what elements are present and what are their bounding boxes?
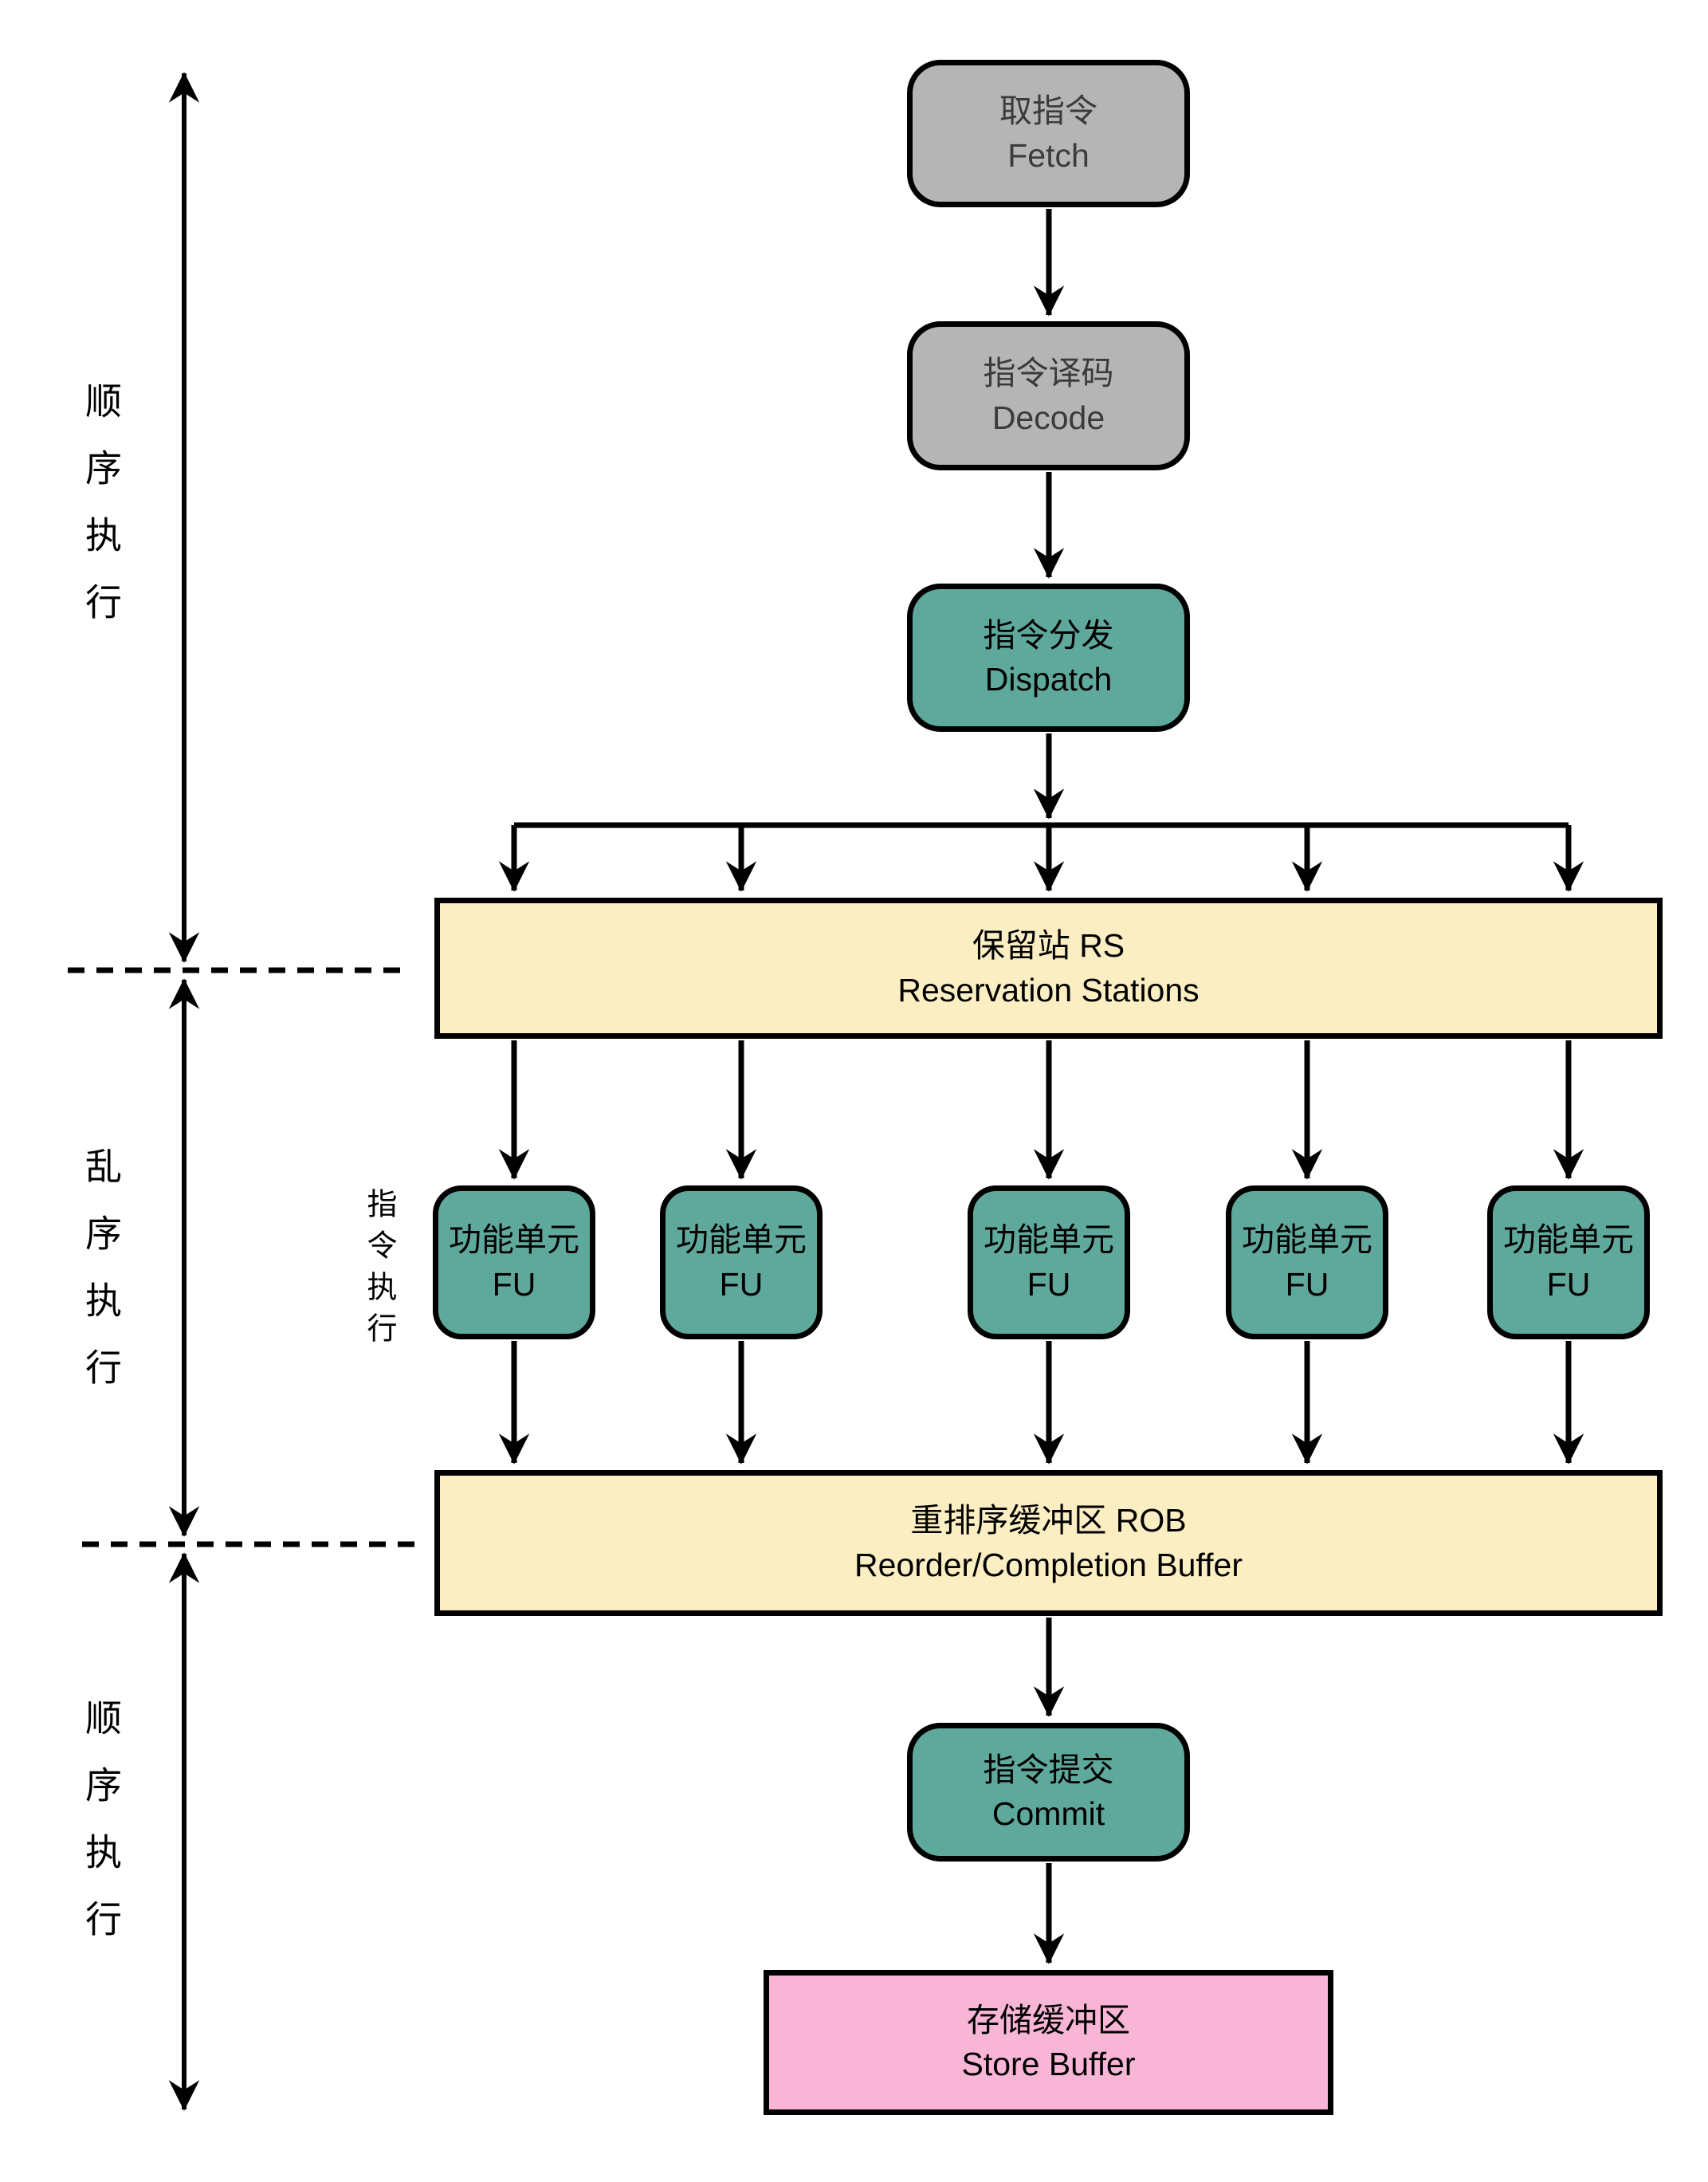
label-in-order-top: 顺序执行 bbox=[80, 382, 122, 650]
node-fetch-label-zh: 取指令 bbox=[999, 92, 1097, 130]
node-fu-4: 功能单元 FU bbox=[1226, 1185, 1388, 1339]
node-fu-4-label-zh: 功能单元 bbox=[1242, 1221, 1372, 1259]
node-store-buffer-label-en: Store Buffer bbox=[961, 2046, 1136, 2082]
node-decode-label-zh: 指令译码 bbox=[983, 355, 1114, 392]
node-commit: 指令提交 Commit bbox=[907, 1723, 1190, 1862]
node-fetch-label-en: Fetch bbox=[1007, 136, 1090, 174]
node-fu-1-label-en: FU bbox=[492, 1265, 536, 1303]
node-fu-1-label-zh: 功能单元 bbox=[449, 1221, 579, 1259]
node-fu-5: 功能单元 FU bbox=[1487, 1185, 1650, 1339]
node-reorder-buffer: 重排序缓冲区 ROB Reorder/Completion Buffer bbox=[434, 1470, 1663, 1616]
node-rob-label-en: Reorder/Completion Buffer bbox=[854, 1546, 1243, 1583]
label-in-order-bottom: 顺序执行 bbox=[80, 1699, 122, 1967]
node-rob-label-zh: 重排序缓冲区 ROB bbox=[910, 1502, 1187, 1539]
node-fu-5-label-zh: 功能单元 bbox=[1503, 1221, 1634, 1259]
node-reservation-stations: 保留站 RS Reservation Stations bbox=[434, 898, 1663, 1039]
node-commit-label-zh: 指令提交 bbox=[983, 1751, 1114, 1788]
node-fu-5-label-en: FU bbox=[1546, 1265, 1591, 1303]
node-fu-3-label-zh: 功能单元 bbox=[984, 1221, 1114, 1259]
node-dispatch: 指令分发 Dispatch bbox=[907, 584, 1190, 732]
node-fu-2-label-en: FU bbox=[719, 1265, 764, 1303]
node-store-buffer-label-zh: 存储缓冲区 bbox=[967, 2001, 1130, 2038]
node-commit-label-en: Commit bbox=[991, 1795, 1105, 1832]
node-dispatch-label-zh: 指令分发 bbox=[983, 616, 1114, 654]
node-dispatch-label-en: Dispatch bbox=[984, 661, 1113, 698]
flow-arrows bbox=[498, 209, 1584, 1964]
node-fu-3-label-en: FU bbox=[1027, 1265, 1071, 1303]
node-decode: 指令译码 Decode bbox=[907, 321, 1190, 470]
label-out-of-order: 乱序执行 bbox=[80, 1147, 122, 1415]
node-fetch: 取指令 Fetch bbox=[907, 60, 1190, 207]
node-fu-3: 功能单元 FU bbox=[968, 1185, 1130, 1339]
node-rs-label-en: Reservation Stations bbox=[897, 971, 1200, 1008]
label-instruction-execution: 指令执行 bbox=[362, 1188, 395, 1354]
node-store-buffer: 存储缓冲区 Store Buffer bbox=[764, 1970, 1333, 2115]
node-fu-4-label-en: FU bbox=[1285, 1265, 1329, 1303]
node-fu-1: 功能单元 FU bbox=[433, 1185, 595, 1339]
node-decode-label-en: Decode bbox=[991, 399, 1105, 436]
node-fu-2: 功能单元 FU bbox=[660, 1185, 823, 1339]
node-rs-label-zh: 保留站 RS bbox=[972, 927, 1125, 965]
node-fu-2-label-zh: 功能单元 bbox=[676, 1221, 807, 1259]
